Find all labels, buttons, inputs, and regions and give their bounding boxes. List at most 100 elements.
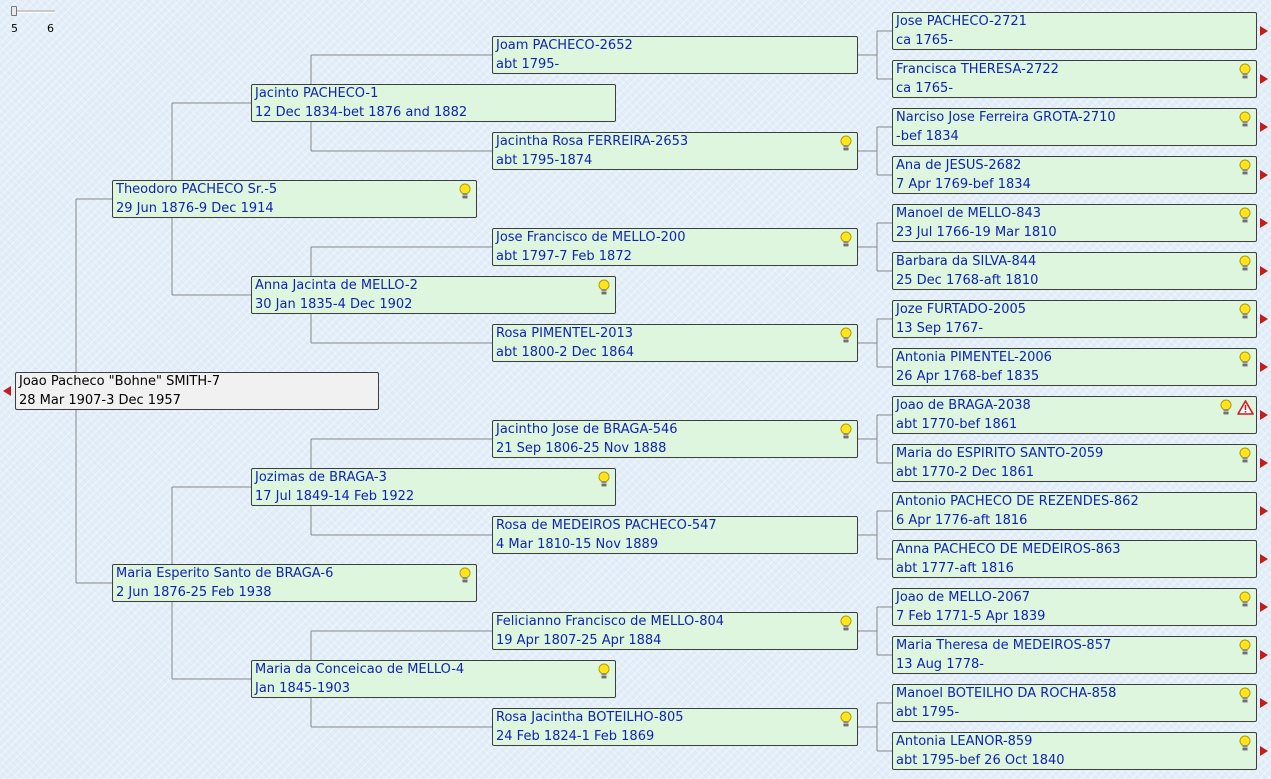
lightbulb-note-icon[interactable] [840,231,852,248]
person-dates: 29 Jun 1876-9 Dec 1914 [116,201,274,216]
expand-ancestors-arrow-icon[interactable] [1260,314,1268,324]
person-name: Joze FURTADO-2005 [896,302,1027,317]
lightbulb-note-icon[interactable] [840,135,852,152]
person-dates: 23 Jul 1766-19 Mar 1810 [896,225,1057,240]
expand-ancestors-arrow-icon[interactable] [1260,170,1268,180]
lightbulb-note-icon[interactable] [1239,207,1251,224]
generations-slider[interactable]: 5 6 [8,6,58,38]
person-name: Joao Pacheco "Bohne" SMITH-7 [19,374,221,389]
person-name: Anna Jacinta de MELLO-2 [255,278,418,293]
expand-ancestors-arrow-icon[interactable] [1260,74,1268,84]
lightbulb-note-icon[interactable] [1239,639,1251,656]
expand-ancestors-arrow-icon[interactable] [1260,650,1268,660]
lightbulb-note-icon[interactable] [1239,447,1251,464]
person-name: Maria Theresa de MEDEIROS-857 [896,638,1112,653]
person-dates: 13 Sep 1767- [896,321,984,336]
person-name: Jacintho Jose de BRAGA-546 [496,422,678,437]
expand-ancestors-arrow-icon[interactable] [1260,746,1268,756]
lightbulb-note-icon[interactable] [1220,399,1232,416]
lightbulb-note-icon[interactable] [1239,63,1251,80]
expand-ancestors-arrow-icon[interactable] [1260,266,1268,276]
person-dates: 28 Mar 1907-3 Dec 1957 [19,393,181,408]
person-name: Jozimas de BRAGA-3 [255,470,387,485]
person-dates: 7 Feb 1771-5 Apr 1839 [896,609,1046,624]
expand-ancestors-arrow-icon[interactable] [1260,122,1268,132]
person-box[interactable]: Joam PACHECO-2652 abt 1795- [492,36,858,74]
lightbulb-note-icon[interactable] [1239,111,1251,128]
expand-ancestors-arrow-icon[interactable] [1260,698,1268,708]
lightbulb-note-icon[interactable] [1239,303,1251,320]
root-person-box[interactable]: Joao Pacheco "Bohne" SMITH-7 28 Mar 1907-… [15,372,379,410]
lightbulb-note-icon[interactable] [1239,159,1251,176]
person-dates: abt 1795- [496,57,560,72]
lightbulb-note-icon[interactable] [598,471,610,488]
warning-icon[interactable] [1237,400,1254,415]
person-dates: 24 Feb 1824-1 Feb 1869 [496,729,655,744]
lightbulb-note-icon[interactable] [459,567,471,584]
lightbulb-note-icon[interactable] [840,615,852,632]
slider-track[interactable] [11,10,55,13]
person-name: Anna PACHECO DE MEDEIROS-863 [896,542,1121,557]
person-name: Manoel de MELLO-843 [896,206,1042,221]
person-name: Barbara da SILVA-844 [896,254,1037,269]
person-dates: abt 1797-7 Feb 1872 [496,249,632,264]
lightbulb-note-icon[interactable] [598,663,610,680]
person-name: Joam PACHECO-2652 [496,38,633,53]
expand-ancestors-arrow-icon[interactable] [1260,362,1268,372]
lightbulb-note-icon[interactable] [1239,591,1251,608]
person-name: Francisca THERESA-2722 [896,62,1059,77]
lightbulb-note-icon[interactable] [840,423,852,440]
person-box[interactable]: Manoel de MELLO-843 23 Jul 1766-19 Mar 18… [892,204,1257,242]
person-dates: Jan 1845-1903 [255,681,351,696]
expand-ancestors-arrow-icon[interactable] [1260,218,1268,228]
expand-ancestors-arrow-icon[interactable] [1260,554,1268,564]
lightbulb-note-icon[interactable] [840,711,852,728]
expand-ancestors-arrow-icon[interactable] [1260,602,1268,612]
person-box[interactable]: Narciso Jose Ferreira GROTA-2710-bef 183… [892,108,1257,146]
lightbulb-note-icon[interactable] [1239,735,1251,752]
person-box[interactable]: Joze FURTADO-2005 13 Sep 1767- [892,300,1257,338]
lightbulb-note-icon[interactable] [598,279,610,296]
lightbulb-note-icon[interactable] [840,327,852,344]
person-dates: 7 Apr 1769-bef 1834 [896,177,1031,192]
lightbulb-note-icon[interactable] [1239,351,1251,368]
expand-ancestors-arrow-icon[interactable] [1260,458,1268,468]
expand-ancestors-arrow-icon[interactable] [1260,506,1268,516]
expand-ancestors-arrow-icon[interactable] [1260,26,1268,36]
slider-thumb[interactable] [11,6,17,16]
person-dates: ca 1765- [896,81,954,96]
person-name: Narciso Jose Ferreira GROTA-2710 [896,110,1116,125]
lightbulb-note-icon[interactable] [459,183,471,200]
person-dates: abt 1795-1874 [496,153,593,168]
person-box[interactable]: Francisca THERESA-2722 ca 1765- [892,60,1257,98]
descendants-arrow-icon[interactable] [3,386,11,396]
lightbulb-note-icon[interactable] [1239,255,1251,272]
expand-ancestors-arrow-icon[interactable] [1260,410,1268,420]
lightbulb-note-icon[interactable] [1239,687,1251,704]
